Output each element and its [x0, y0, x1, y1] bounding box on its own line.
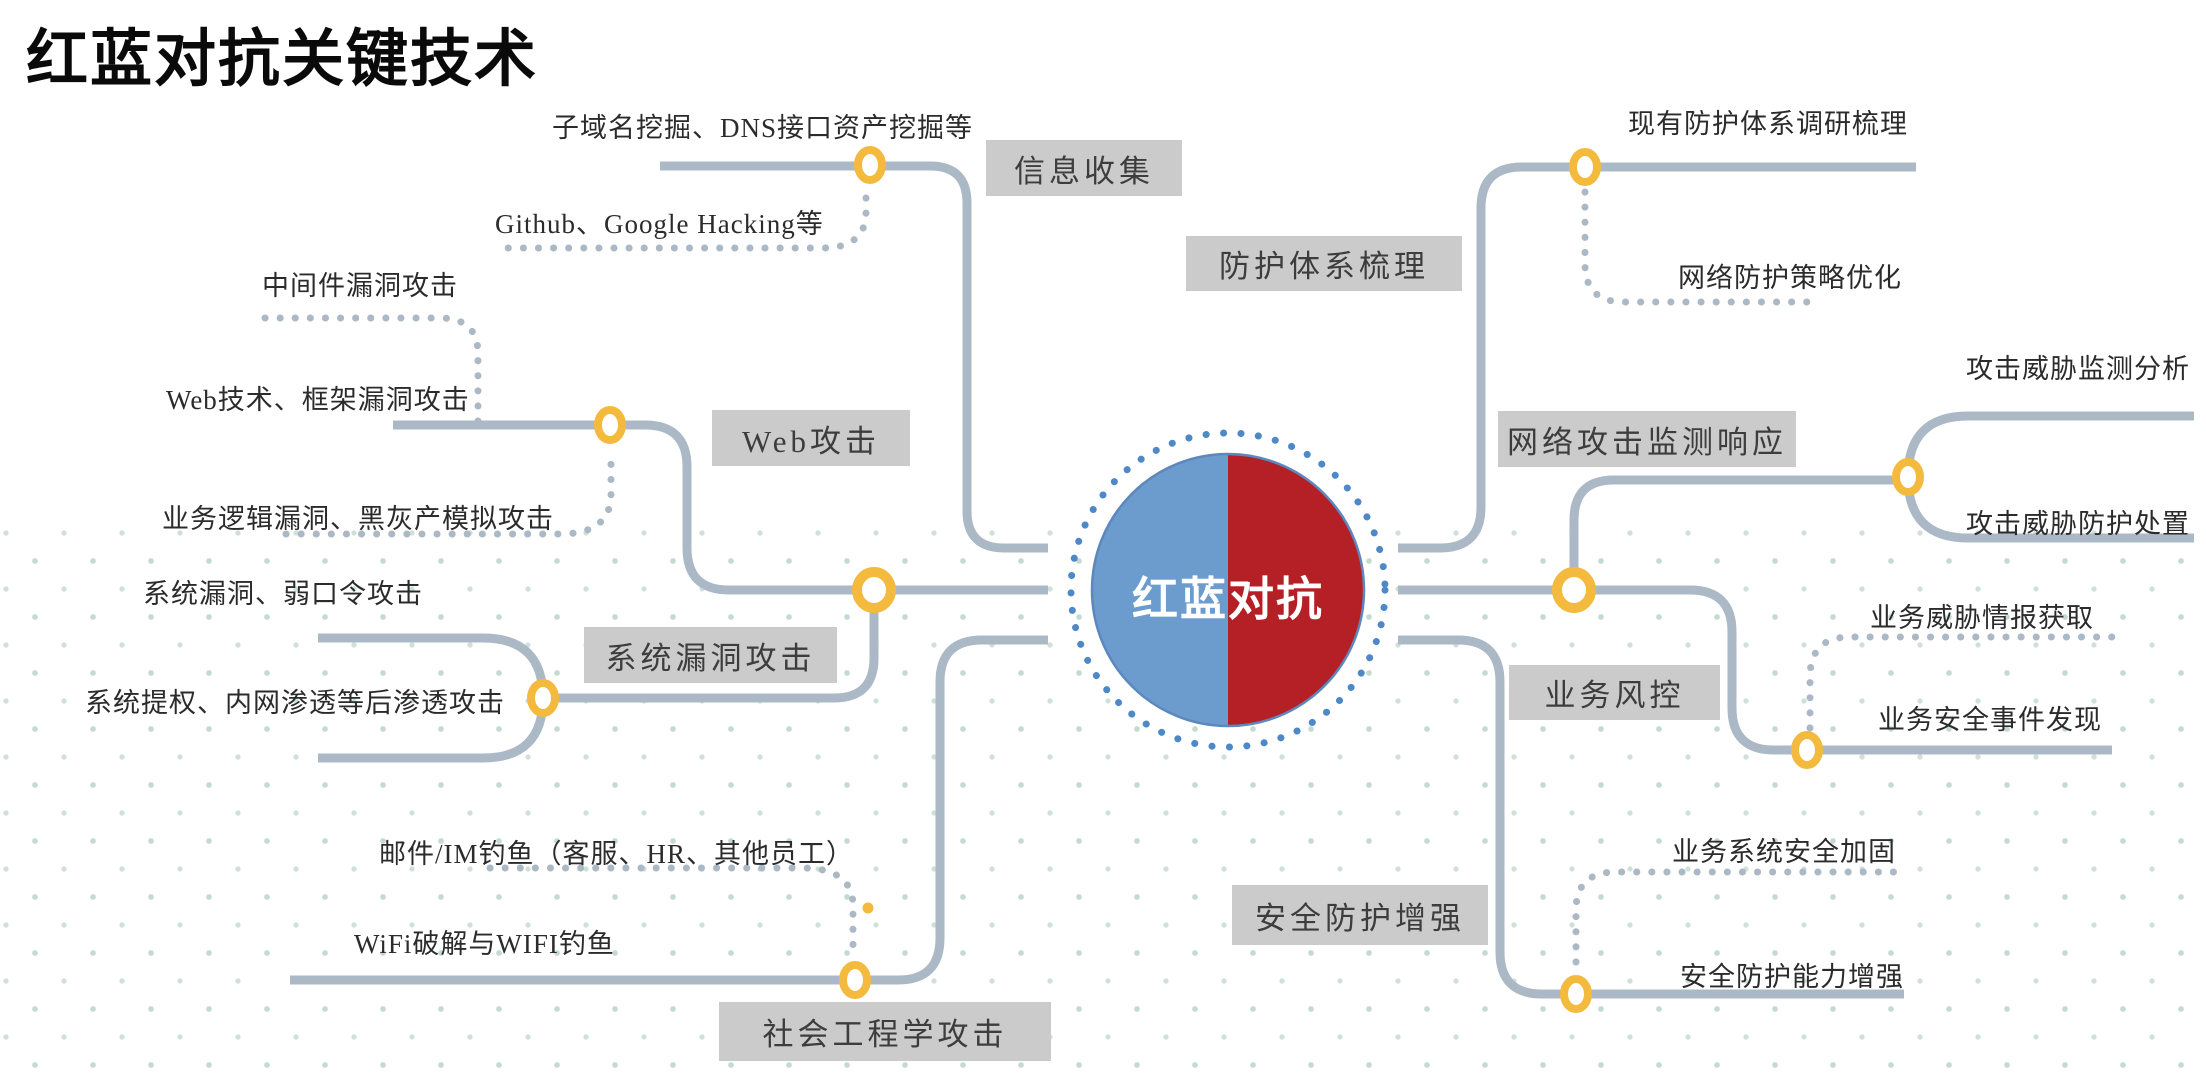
dotted-wire-github-hacking [493, 194, 870, 252]
junction-node-info-collection [854, 146, 886, 184]
center-dotted-ring [1067, 429, 1389, 751]
center-topic-label: 红蓝对抗 [1132, 573, 1324, 625]
branch-box-security-enhancement: 安全防护增强 [1232, 885, 1488, 945]
dotted-wire-system-hardening [1572, 868, 1908, 966]
leaf-label-subdomain-dns-mining: 子域名挖掘、DNS接口资产挖掘等 [552, 113, 974, 143]
leaf-label-threat-monitoring-analysis: 攻击威胁监测分析 [1966, 354, 2190, 384]
junction-node-defense-review [1569, 148, 1601, 186]
wire-attack-monitoring-feed [1569, 475, 1908, 590]
junction-node-web-attack [594, 406, 626, 444]
wire-social-engineering [290, 635, 1048, 985]
center-circle-outline [1090, 452, 1366, 728]
dotted-wire-network-policy [1581, 188, 1819, 306]
branch-box-defense-system-review: 防护体系梳理 [1186, 236, 1462, 291]
wire-info-collection [660, 161, 1048, 553]
dotted-wire-middleware [261, 314, 482, 440]
leaf-label-middleware-vuln: 中间件漏洞攻击 [262, 271, 458, 301]
leaf-label-business-incident-discovery: 业务安全事件发现 [1878, 705, 2102, 735]
wire-security-enhancement [1398, 635, 1904, 999]
leaf-label-network-policy-optimization: 网络防护策略优化 [1678, 263, 1902, 293]
wire-web-attack-and-left-trunk [393, 420, 1048, 595]
junction-node-attack-monitoring [1892, 458, 1924, 496]
wire-system-vuln-connector [543, 592, 879, 703]
junction-node-system-vuln [527, 679, 559, 717]
junction-node-right-main [1552, 567, 1596, 613]
dotted-wire-business-logic [282, 446, 615, 538]
center-blue-half [1092, 454, 1228, 726]
leaf-label-wifi-cracking: WiFi破解与WIFI钓鱼 [354, 929, 615, 959]
leaf-label-business-system-hardening: 业务系统安全加固 [1672, 837, 1896, 867]
page-title: 红蓝对抗关键技术 [26, 25, 539, 94]
branch-box-social-engineering: 社会工程学攻击 [719, 1002, 1051, 1061]
branch-box-system-vuln-attack: 系统漏洞攻击 [584, 627, 837, 683]
leaf-label-business-logic-vuln: 业务逻辑漏洞、黑灰产模拟攻击 [162, 504, 554, 534]
junction-node-left-main [852, 567, 896, 613]
leaf-label-business-threat-intel: 业务威胁情报获取 [1870, 603, 2094, 633]
wire-defense-review [1398, 162, 1916, 553]
leaf-label-protection-capability-enhancement: 安全防护能力增强 [1680, 962, 1904, 992]
leaf-label-threat-protection-handling: 攻击威胁防护处置 [1966, 509, 2190, 539]
leaf-label-email-im-phishing: 邮件/IM钓鱼（客服、HR、其他员工） [379, 839, 855, 869]
center-red-half [1228, 454, 1364, 726]
center-topic-circle [1067, 429, 1389, 751]
leaf-label-web-framework-vuln: Web技术、框架漏洞攻击 [166, 385, 470, 415]
dotted-wire-phishing [486, 864, 857, 958]
branch-box-business-risk-control: 业务风控 [1509, 665, 1720, 720]
leaf-label-github-google-hacking: Github、Google Hacking等 [495, 209, 824, 239]
branch-box-web-attack: Web攻击 [712, 410, 910, 466]
leaf-label-weak-password-attack: 系统漏洞、弱口令攻击 [143, 579, 423, 609]
branch-box-attack-monitoring-response: 网络攻击监测响应 [1498, 411, 1796, 467]
branch-box-info-collection: 信息收集 [986, 140, 1182, 196]
junction-node-social-engineering [839, 961, 871, 999]
leaf-label-privilege-escalation: 系统提权、内网渗透等后渗透攻击 [85, 688, 505, 718]
junction-node-security-enhancement [1560, 975, 1592, 1013]
mini-yellow-dot [862, 902, 874, 914]
leaf-label-existing-defense-research: 现有防护体系调研梳理 [1628, 109, 1908, 139]
junction-node-business-risk [1791, 731, 1823, 769]
wire-business-risk [1574, 585, 2112, 755]
